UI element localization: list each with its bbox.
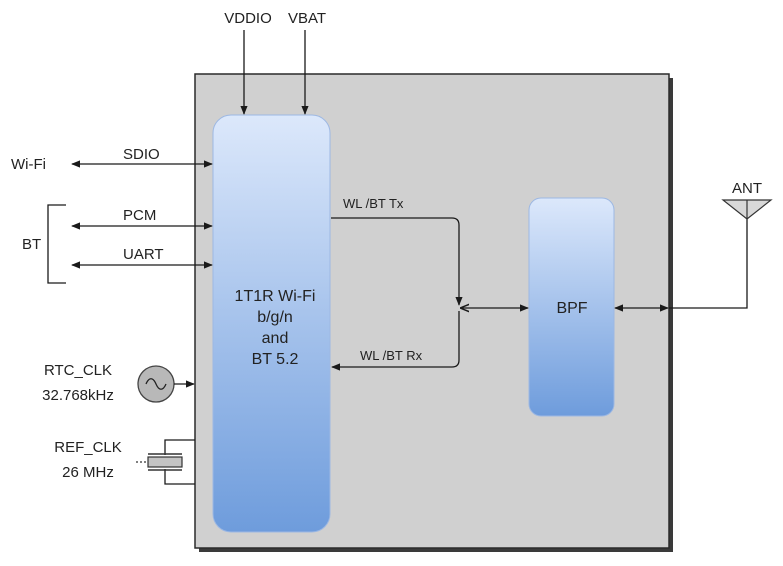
bt-label: BT xyxy=(22,236,41,253)
wifi-bt-block xyxy=(212,114,331,533)
rx-label: WL /BT Rx xyxy=(360,348,423,363)
antenna-feed xyxy=(669,219,748,309)
tx-label: WL /BT Tx xyxy=(343,196,404,211)
vddio-label: VDDIO xyxy=(224,10,272,27)
ref-clk-freq: 26 MHz xyxy=(62,464,114,481)
bt-bracket xyxy=(47,204,66,284)
wifi-bt-block-line4: BT 5.2 xyxy=(252,351,299,368)
rtc-clk-freq: 32.768kHz xyxy=(42,387,114,404)
tx-path xyxy=(331,217,463,306)
uart-label: UART xyxy=(123,246,164,263)
pcm-label: PCM xyxy=(123,207,156,224)
rx-path xyxy=(331,311,460,371)
wifi-label: Wi-Fi xyxy=(11,156,46,173)
oscillator-icon xyxy=(137,365,175,403)
wifi-bt-block-line2: b/g/n xyxy=(257,309,293,326)
bpf-label: BPF xyxy=(556,300,587,317)
bpf-block xyxy=(528,197,615,417)
wifi-bt-block-line3: and xyxy=(262,330,289,347)
ref-clk-label: REF_CLK xyxy=(54,439,122,456)
crystal-icon xyxy=(136,439,195,485)
vbat-label: VBAT xyxy=(288,10,326,27)
sdio-label: SDIO xyxy=(123,146,160,163)
rtc-clk-label: RTC_CLK xyxy=(44,362,112,379)
antenna-icon xyxy=(721,199,773,220)
wifi-bt-block-line1: 1T1R Wi-Fi xyxy=(235,288,316,305)
antenna-label: ANT xyxy=(732,180,762,197)
